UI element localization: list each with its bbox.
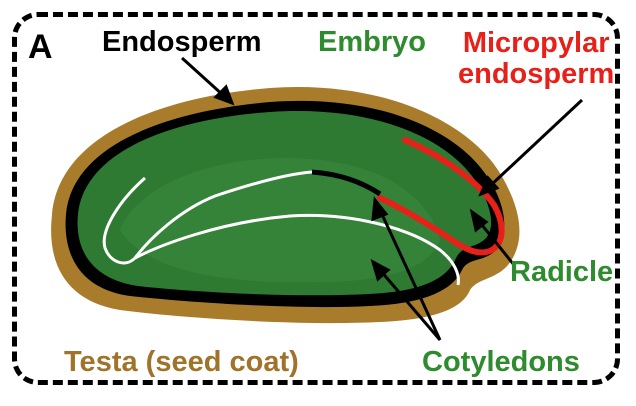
- micropylar-endosperm-label: Micropylar endosperm: [458, 28, 614, 91]
- endosperm-label: Endosperm: [102, 28, 262, 57]
- radicle-label: Radicle: [510, 258, 613, 287]
- embryo-label: Embryo: [318, 28, 426, 57]
- micropylar-label-line2: endosperm: [458, 59, 614, 90]
- micropylar-label-line1: Micropylar: [458, 28, 614, 59]
- cotyledons-label: Cotyledons: [422, 348, 580, 377]
- testa-label: Testa (seed coat): [64, 348, 299, 377]
- panel-letter: A: [28, 30, 53, 64]
